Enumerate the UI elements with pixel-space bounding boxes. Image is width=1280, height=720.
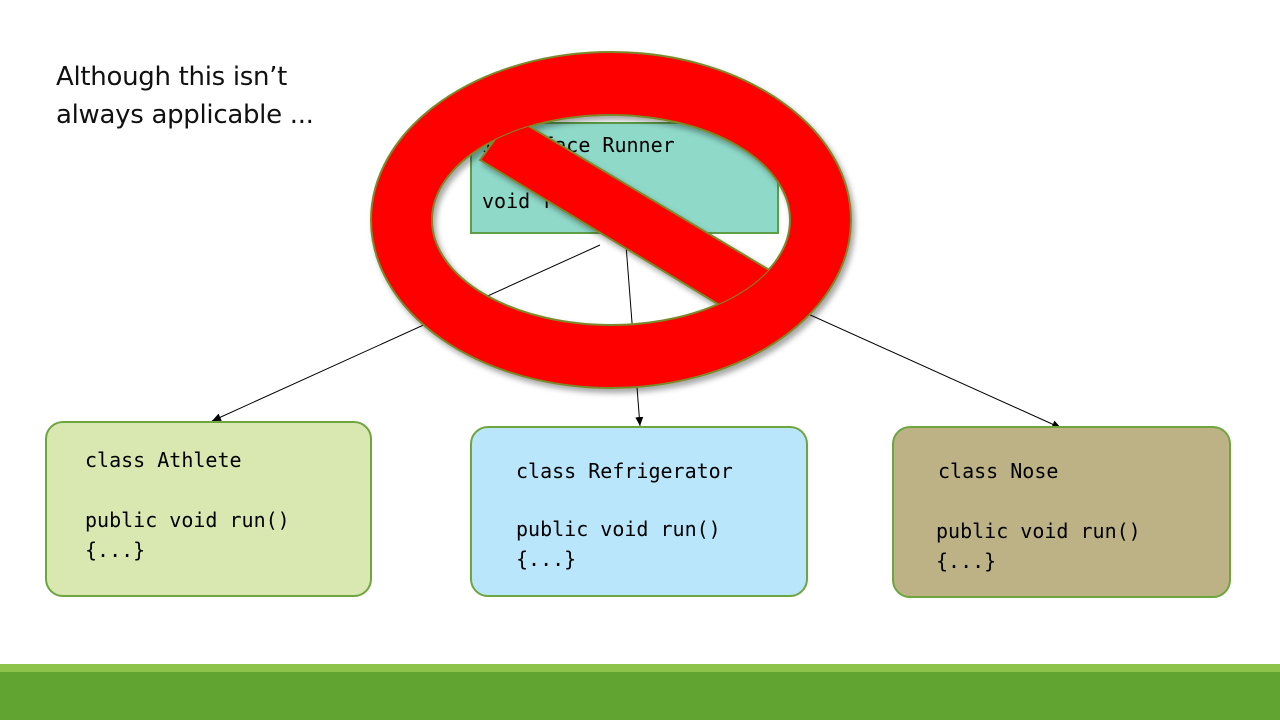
class-refrigerator-name: class Refrigerator	[516, 459, 733, 483]
class-refrigerator-method: public void run()	[516, 517, 721, 541]
class-refrigerator-body: {...}	[516, 547, 577, 571]
class-nose-method: public void run()	[936, 519, 1141, 543]
footer-band-dark	[0, 672, 1280, 720]
arrow-to-athlete	[211, 244, 601, 422]
class-athlete-name: class Athlete	[85, 448, 242, 472]
class-nose-name: class Nose	[938, 459, 1059, 483]
caption-line-2: always applicable ...	[56, 100, 314, 130]
slide-caption: Although this isn’t always applicable ..…	[56, 58, 314, 134]
footer-band-light	[0, 664, 1280, 672]
class-athlete-box: class Athlete public void run() {...}	[45, 421, 372, 597]
caption-line-1: Although this isn’t	[56, 62, 288, 92]
class-athlete-body: {...}	[85, 538, 146, 562]
class-nose-box: class Nose public void run() {...}	[892, 426, 1231, 598]
class-refrigerator-box: class Refrigerator public void run() {..…	[470, 426, 808, 597]
class-athlete-method: public void run()	[85, 508, 290, 532]
class-nose-body: {...}	[936, 549, 997, 573]
